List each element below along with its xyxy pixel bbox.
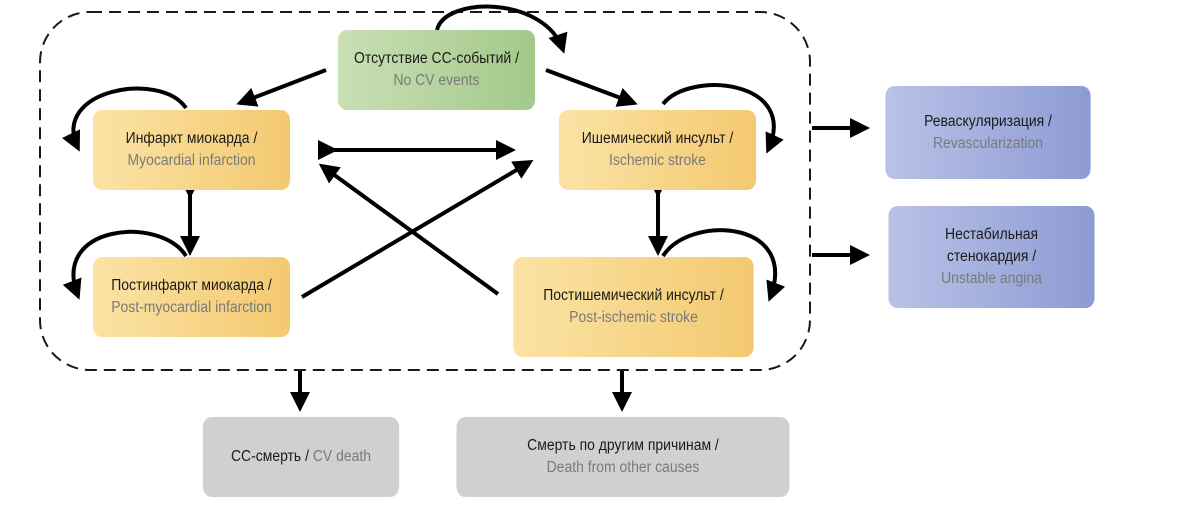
state-angina-ru1: Нестабильная	[944, 226, 1039, 243]
self-loop-post-mi	[62, 229, 188, 300]
state-cv-death-en: CV death	[312, 448, 372, 465]
state-post-ischemic-stroke: Постишемический инсульт / Post-ischemic …	[513, 257, 754, 357]
state-other-death-en: Death from other causes	[546, 459, 700, 476]
state-stroke-ru: Ишемический инсульт /	[581, 130, 734, 147]
state-revasc-ru: Реваскуляризация /	[924, 112, 1052, 130]
self-loop-no-events	[435, 4, 568, 54]
state-mi-ru: Инфаркт миокарда /	[125, 130, 258, 147]
state-angina-en: Unstable angina	[941, 270, 1042, 287]
arrow-no-events-to-mi	[236, 68, 327, 107]
state-death-other-causes: Смерть по другим причинам / Death from o…	[456, 417, 790, 497]
self-loop-post-stroke	[661, 228, 786, 302]
state-revascularization: Реваскуляризация / Revascularization	[885, 86, 1091, 179]
self-loop-mi	[62, 86, 188, 152]
arrow-post-mi-to-stroke	[300, 159, 534, 299]
state-unstable-angina: Нестабильная стенокардия / Unstable angi…	[888, 206, 1095, 308]
alive-states-boundary	[39, 11, 811, 371]
state-post-myocardial-infarction: Постинфаркт миокарда / Post-myocardial i…	[92, 257, 291, 337]
self-loop-stroke	[661, 83, 784, 154]
state-post-stroke-en: Post-ischemic stroke	[569, 309, 698, 326]
state-ischemic-stroke: Ишемический инсульт / Ischemic stroke	[558, 110, 757, 190]
arrow-no-events-to-stroke	[545, 68, 638, 107]
state-no-cv-events-en: No CV events	[393, 72, 480, 89]
state-post-stroke-ru: Постишемический инсульт /	[543, 287, 724, 304]
state-myocardial-infarction: Инфаркт миокарда / Myocardial infarction	[92, 110, 291, 190]
state-no-cv-events-ru: Отсутствие СС-событий /	[354, 50, 519, 67]
state-stroke-en: Ischemic stroke	[609, 152, 706, 169]
state-angina-ru2: стенокардия /	[946, 248, 1037, 265]
state-no-cv-events: Отсутствие СС-событий / No CV events	[337, 30, 536, 110]
state-cv-death: СС-смерть / CV death	[202, 417, 400, 497]
state-mi-en: Myocardial infarction	[127, 152, 256, 169]
state-other-death-ru: Смерть по другим причинам /	[527, 437, 719, 454]
state-revasc-en: Revascularization	[932, 134, 1044, 152]
state-post-mi-ru: Постинфаркт миокарда /	[111, 277, 272, 294]
state-cv-death-ru: СС-смерть /	[230, 448, 309, 465]
state-post-mi-en: Post-myocardial infarction	[111, 299, 272, 316]
arrow-post-stroke-to-mi	[318, 163, 500, 296]
